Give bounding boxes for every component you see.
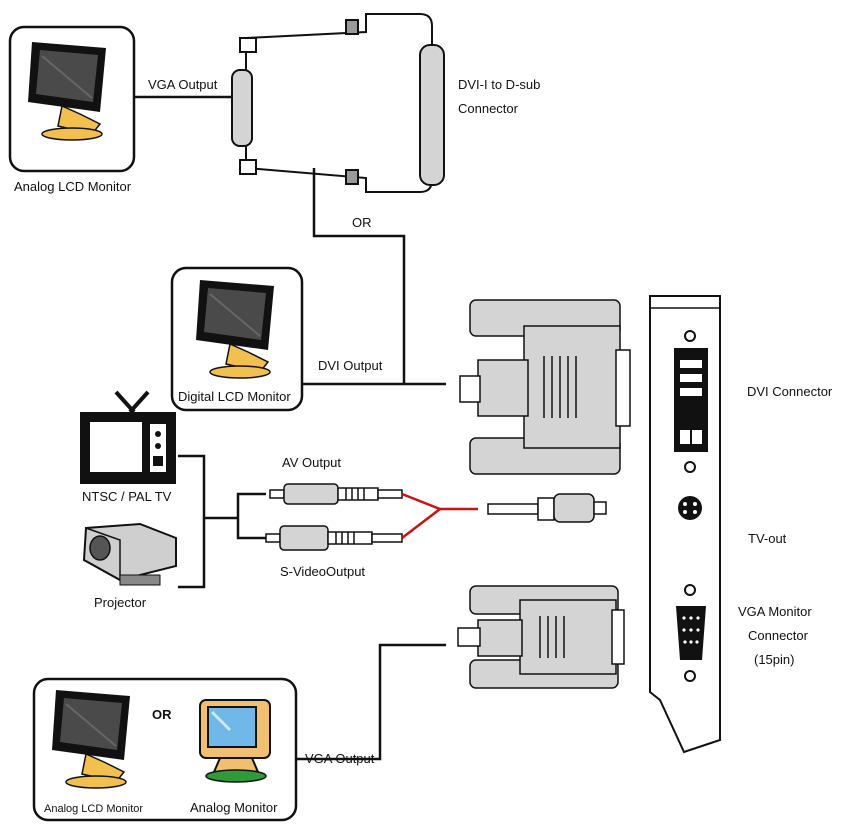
vga-plug: [457, 585, 625, 689]
vga-output-label-bottom: VGA Output: [305, 751, 375, 766]
dvi-to-dsub-adapter: [231, 13, 445, 193]
tv-out-label: TV-out: [748, 531, 787, 546]
dvi-output-label: DVI Output: [318, 358, 383, 373]
tv-label: NTSC / PAL TV: [82, 489, 172, 504]
projector-label: Projector: [94, 595, 147, 610]
tv-icon: [80, 390, 176, 484]
analog-lcd-label-bottom: Analog LCD Monitor: [44, 803, 144, 815]
vga-output-label-top: VGA Output: [148, 77, 218, 92]
analog-monitor-label: Analog Monitor: [190, 800, 278, 815]
svideo-output-label: S-VideoOutput: [280, 564, 366, 579]
vga-connector-label: Connector: [748, 628, 808, 643]
av-plug: [269, 483, 403, 505]
vga-port: [676, 606, 706, 660]
svideo-plug-card: [487, 493, 607, 523]
or-label-bottom: OR: [152, 707, 172, 722]
connection-lines: [134, 95, 446, 761]
tv-out-port: [678, 496, 702, 520]
svideo-plug-left: [265, 525, 403, 551]
graphics-card-bracket: [649, 295, 721, 754]
av-output-label: AV Output: [282, 455, 342, 470]
dvi-connector-label: DVI Connector: [747, 384, 833, 399]
vga-monitor-label: VGA Monitor: [738, 604, 812, 619]
digital-lcd-label: Digital LCD Monitor: [178, 389, 291, 404]
dvi-to-dsub-connector-label: Connector: [458, 101, 518, 116]
projector-icon: [82, 522, 177, 586]
or-label-mid: OR: [352, 215, 372, 230]
dvi-plug: [459, 299, 631, 475]
av-cable-red: [401, 492, 478, 539]
vga-pins-label: (15pin): [754, 652, 795, 667]
analog-lcd-label-top: Analog LCD Monitor: [14, 179, 132, 194]
dvi-to-dsub-label: DVI-I to D-sub: [458, 77, 541, 92]
